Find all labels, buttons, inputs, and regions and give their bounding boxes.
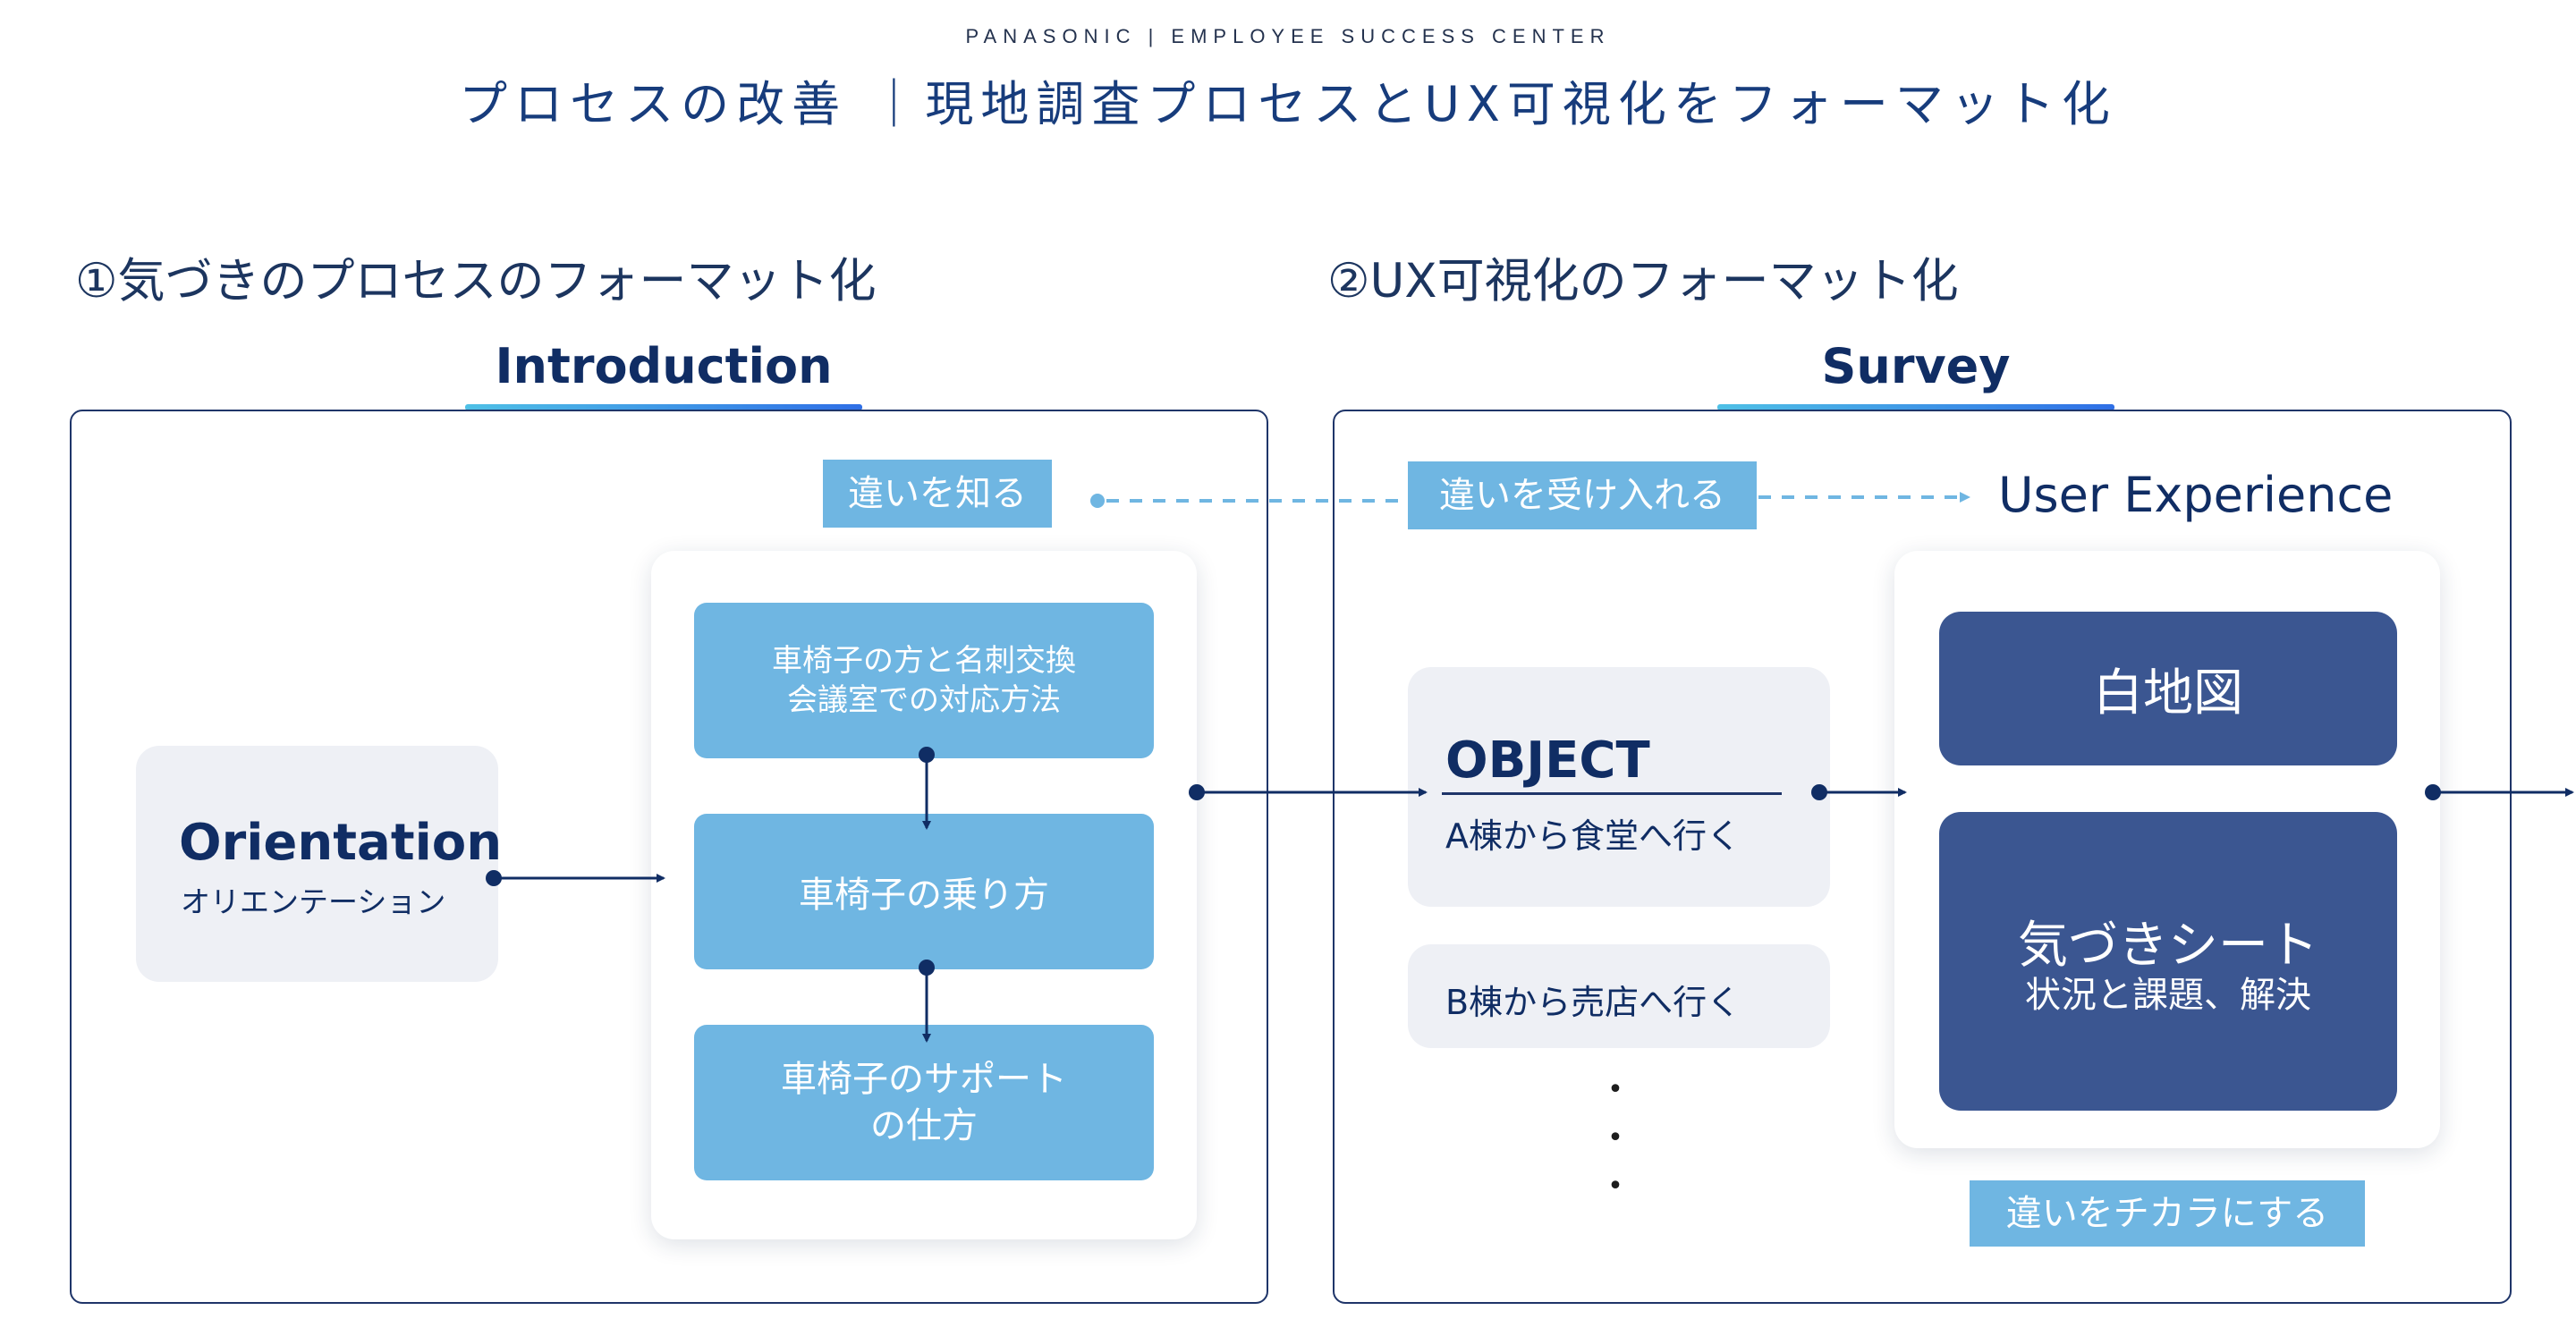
- arrow-ux-out: [2425, 784, 2574, 800]
- right-section-title: ②UX可視化のフォーマット化: [1327, 254, 1959, 309]
- page-title: プロセスの改善 ｜現地調査プロセスとUX可視化をフォーマット化: [459, 76, 2117, 132]
- step-riding: 車椅子の乗り方: [694, 814, 1154, 969]
- arrow-orientation-to-steps: [486, 870, 665, 886]
- awareness-sheet-card: 気づきシート 状況と課題、解決: [1939, 812, 2397, 1111]
- left-section-title: ①気づきのプロセスのフォーマット化: [75, 254, 877, 309]
- orientation-subtitle: オリエンテーション: [181, 884, 446, 919]
- more-objects-ellipsis: •••: [1607, 1074, 1623, 1202]
- tag-turn-difference-into-power: 違いをチカラにする: [1970, 1180, 2365, 1247]
- awareness-sheet-title: 気づきシート: [2018, 917, 2318, 975]
- introduction-underline: [465, 404, 862, 410]
- step-business-card: 車椅子の方と名刺交換 会議室での対応方法: [694, 603, 1154, 758]
- step-3-line-1: 車椅子のサポート: [781, 1059, 1067, 1100]
- object-underline: [1442, 792, 1782, 795]
- awareness-sheet-subtitle: 状況と課題、解決: [2025, 975, 2311, 1016]
- step-support: 車椅子のサポート の仕方: [694, 1025, 1154, 1180]
- orientation-box: Orientation オリエンテーション: [136, 746, 502, 982]
- arrow-step2-to-step3: [919, 960, 935, 1043]
- object-item-a: A棟から食堂へ行く: [1445, 816, 1741, 856]
- step-3-line-2: の仕方: [870, 1105, 978, 1146]
- user-experience-label: User Experience: [1998, 467, 2394, 523]
- step-1-line-2: 会議室での対応方法: [787, 682, 1061, 718]
- tag-know-difference: 違いを知る: [823, 460, 1052, 528]
- orientation-title: Orientation: [179, 814, 503, 872]
- dashed-relation-arrow: [1090, 492, 1970, 508]
- introduction-label: Introduction: [495, 338, 833, 394]
- survey-underline: [1717, 404, 2114, 410]
- blank-map-card: 白地図: [1939, 612, 2397, 765]
- survey-label: Survey: [1821, 338, 2011, 394]
- tag-accept-difference: 違いを受け入れる: [1408, 461, 1757, 529]
- step-2-label: 車椅子の乗り方: [799, 875, 1049, 916]
- object-item-b: B棟から売店へ行く: [1445, 983, 1741, 1022]
- arrow-object-to-ux: [1811, 784, 1907, 800]
- arrow-steps-to-object: [1189, 784, 1428, 800]
- object-title: OBJECT: [1445, 731, 1650, 790]
- organization-label: PANASONIC | EMPLOYEE SUCCESS CENTER: [965, 25, 1611, 47]
- arrow-step1-to-step2: [919, 747, 935, 830]
- object-box: OBJECT A棟から食堂へ行く: [1408, 667, 1830, 907]
- step-1-line-1: 車椅子の方と名刺交換: [772, 643, 1076, 679]
- object-item-b-box: B棟から売店へ行く: [1408, 944, 1830, 1048]
